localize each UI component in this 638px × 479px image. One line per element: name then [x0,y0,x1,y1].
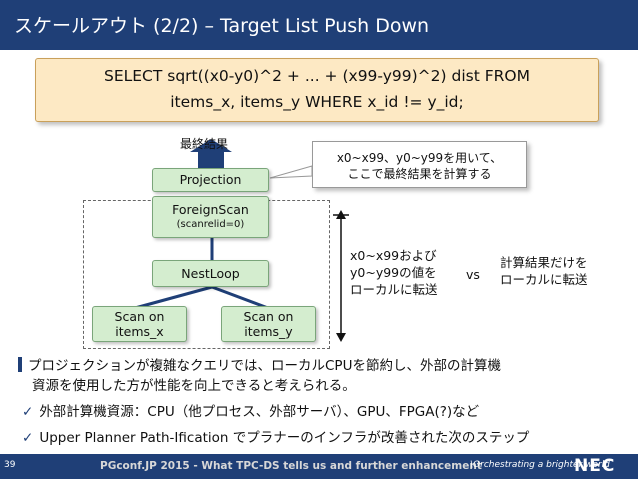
left-transfer-line: x0~x99および [350,248,437,263]
check-icon: ✓ [22,430,34,446]
left-transfer-line: y0~y99の値を [350,265,437,280]
node-projection: Projection [152,168,269,192]
node-nestloop: NestLoop [152,260,269,287]
node-foreignscan-label: ForeignScan [172,202,249,217]
vs-label: vs [466,267,480,282]
right-transfer-line: 計算結果だけを [500,255,588,270]
node-scan-y-line2: items_y [244,324,293,339]
node-scan-items-y: Scan on items_y [221,306,316,342]
check-bullet-2: ✓ Upper Planner Path-Ification でプラナーのインフラ… [22,426,529,446]
nec-logo: NEC [574,456,616,476]
callout-line-1: x0~x99、y0~y99を用いて、 [336,151,503,165]
arrow-down-icon [336,333,346,342]
bullet-bar-icon [18,357,22,372]
check-icon: ✓ [22,404,34,420]
footer-text: PGconf.JP 2015 - What TPC-DS tells us an… [100,460,482,472]
footer-tagline: \Orchestrating a brighter world [470,460,610,470]
node-scan-x-line1: Scan on [114,309,165,324]
left-transfer-line: ローカルに転送 [350,282,438,297]
main-bullet: プロジェクションが複雑なクエリでは、ローカルCPUを節約し、外部の計算機 [18,354,501,374]
final-result-arrow-icon [190,139,232,168]
arrow-up-icon [336,210,346,219]
sql-line-1: SELECT sqrt((x0-y0)^2 + ... + (x99-y99)^… [103,67,530,85]
title-bar: スケールアウト (2/2) – Target List Push Down [0,0,638,50]
check-bullet-2-text: Upper Planner Path-Ification でプラナーのインフラが… [39,430,530,446]
sql-line-2: items_x, items_y WHERE x_id != y_id; [170,93,464,111]
final-result-label: 最終結果 [180,137,229,151]
connector-nestloop-scany [211,285,269,310]
node-foreignscan-sub: (scanrelid=0) [176,219,245,230]
node-scan-items-x: Scan on items_x [92,306,187,342]
callout-pointer [269,165,313,179]
main-bullet-line1: プロジェクションが複雑なクエリでは、ローカルCPUを節約し、外部の計算機 [28,358,501,374]
footer-bar: 39 PGconf.JP 2015 - What TPC-DS tells us… [0,454,638,479]
page-number: 39 [4,460,16,470]
callout-box: x0~x99、y0~y99を用いて、 ここで最終結果を計算する [312,141,527,188]
node-foreignscan: ForeignScan (scanrelid=0) [152,196,269,238]
node-scan-x-line2: items_x [115,324,164,339]
connector-nestloop-scanx [134,285,213,310]
node-scan-y-line1: Scan on [243,309,294,324]
check-bullet-1: ✓ 外部計算機資源：CPU（他プロセス、外部サーバ）、GPU、FPGA(?)など [22,400,479,420]
callout-line-2: ここで最終結果を計算する [347,167,492,181]
sql-query-box: SELECT sqrt((x0-y0)^2 + ... + (x99-y99)^… [35,58,599,122]
slide-title: スケールアウト (2/2) – Target List Push Down [14,15,430,37]
node-projection-label: Projection [179,172,242,187]
check-bullet-1-text: 外部計算機資源：CPU（他プロセス、外部サーバ）、GPU、FPGA(?)など [39,404,480,420]
node-nestloop-label: NestLoop [181,266,240,281]
right-transfer-line: ローカルに転送 [500,272,588,287]
right-transfer-text: 計算結果だけを ローカルに転送 [500,254,588,288]
left-transfer-text: x0~x99および y0~y99の値を ローカルに転送 [350,247,438,298]
main-bullet-line2: 資源を使用した方が性能を向上できると考えられる。 [32,378,356,394]
